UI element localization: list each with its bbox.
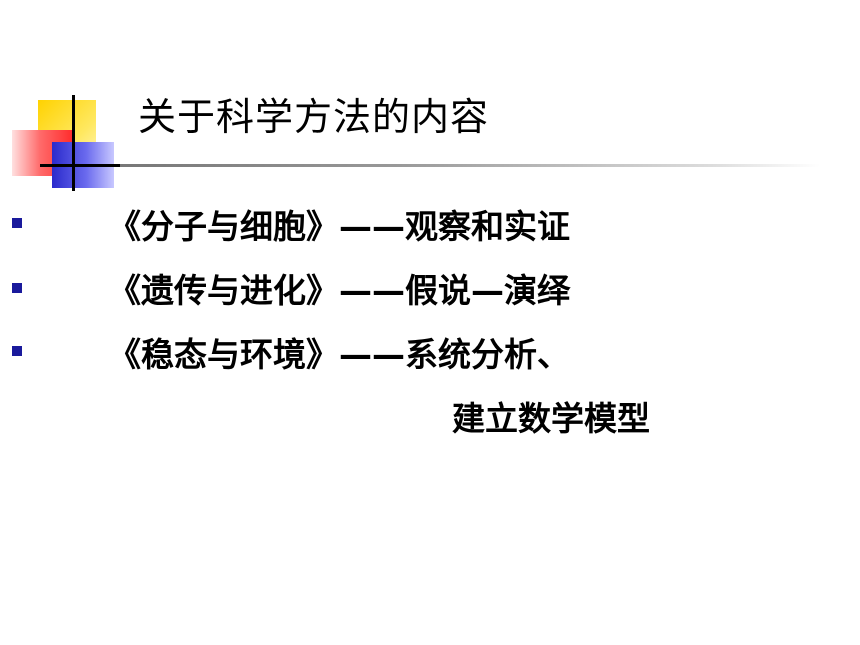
list-item: 《遗传与进化》——假说—演绎: [108, 271, 570, 310]
logo-horizontal-line: [40, 164, 130, 167]
bullet-square-icon: [12, 218, 22, 228]
logo-vertical-line: [72, 95, 75, 191]
title-underline-rule: [120, 164, 820, 167]
bullet-square-icon: [12, 346, 22, 356]
bullet-square-icon: [12, 283, 22, 293]
list-item: 《分子与细胞》——观察和实证: [108, 207, 570, 246]
slide-title: 关于科学方法的内容: [138, 95, 490, 139]
list-item: 《稳态与环境》——系统分析、: [108, 335, 570, 374]
list-item-continuation: 建立数学模型: [452, 399, 650, 438]
